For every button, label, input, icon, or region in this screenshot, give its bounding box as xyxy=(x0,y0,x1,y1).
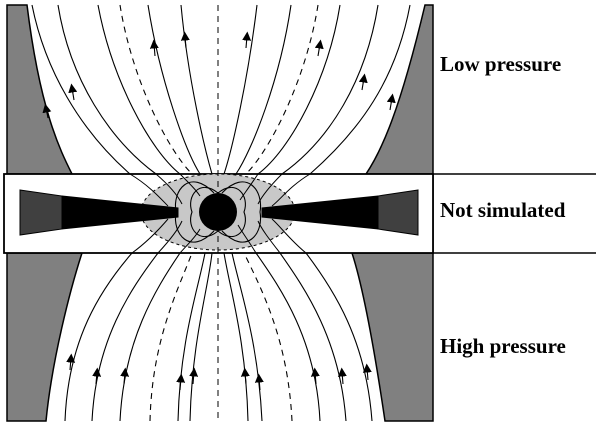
bottom-left-wall xyxy=(6,252,84,422)
central-star xyxy=(199,193,237,231)
disk-left-inner xyxy=(61,195,179,230)
band-field-lines xyxy=(129,173,311,254)
top-left-wall xyxy=(6,4,74,175)
closed-field-loops xyxy=(174,181,262,243)
not-simulated-label: Not simulated xyxy=(440,198,566,222)
top-right-wall xyxy=(364,4,434,175)
disk-right-outer xyxy=(377,189,419,236)
field-arrows xyxy=(42,31,396,391)
open-field-lines-top xyxy=(31,4,411,175)
disk-right-inner xyxy=(261,195,379,230)
bottom-right-wall xyxy=(350,252,434,422)
low-pressure-label: Low pressure xyxy=(440,52,562,76)
open-field-lines-bottom xyxy=(64,252,373,422)
high-pressure-label: High pressure xyxy=(440,334,566,358)
disk-left-outer xyxy=(19,189,63,236)
